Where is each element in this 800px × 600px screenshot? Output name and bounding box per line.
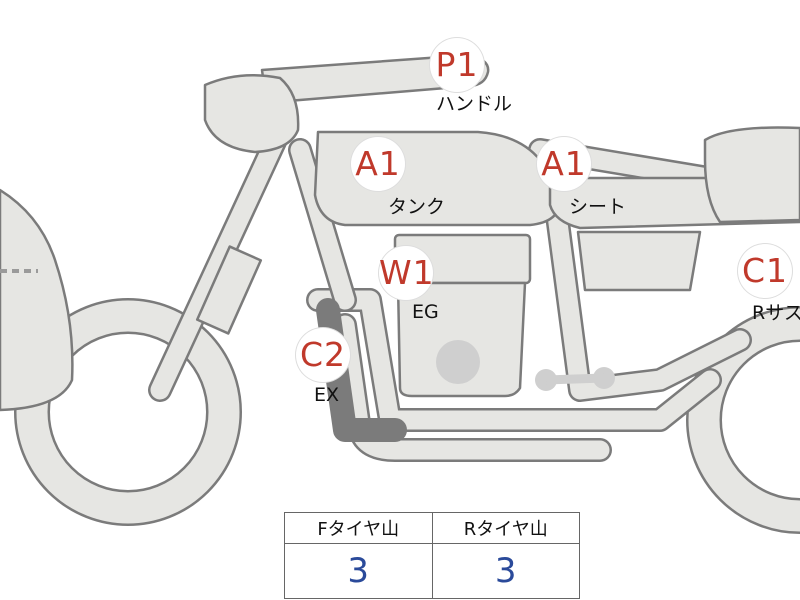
label-seat: シート [569,196,627,218]
marker-engine: W1 [379,246,435,300]
marker-code: A1 [355,144,401,183]
engine [393,233,615,398]
front-fender [0,188,74,412]
side-cover [576,230,702,292]
label-handle: ハンドル [436,93,513,115]
front-tire-header: Fタイヤ山 [284,512,433,544]
marker-code: P1 [435,45,479,84]
front-tire-value: 3 [284,543,433,599]
marker-code: W1 [379,253,435,292]
tail [703,126,800,224]
label-engine: EG [412,301,439,323]
tire-tread-table: Fタイヤ山 Rタイヤ山 3 3 [284,512,580,599]
front-wheel [14,298,242,526]
marker-handle: P1 [430,38,484,92]
marker-code: C1 [741,251,789,290]
marker-seat: A1 [537,137,591,191]
front-fork [148,108,297,402]
label-tank: タンク [388,196,446,218]
rear-wheel [686,306,800,534]
marker-rear-suspension: C1 [738,244,792,298]
label-exhaust: EX [314,384,340,406]
label-rear-suspension: Rサス [752,302,800,324]
rear-tire-value: 3 [431,543,580,599]
rear-tire-header: Rタイヤ山 [431,512,580,544]
marker-code: C2 [299,335,347,374]
marker-exhaust: C2 [296,328,350,382]
marker-tank: A1 [351,137,405,191]
marker-code: A1 [541,144,587,183]
